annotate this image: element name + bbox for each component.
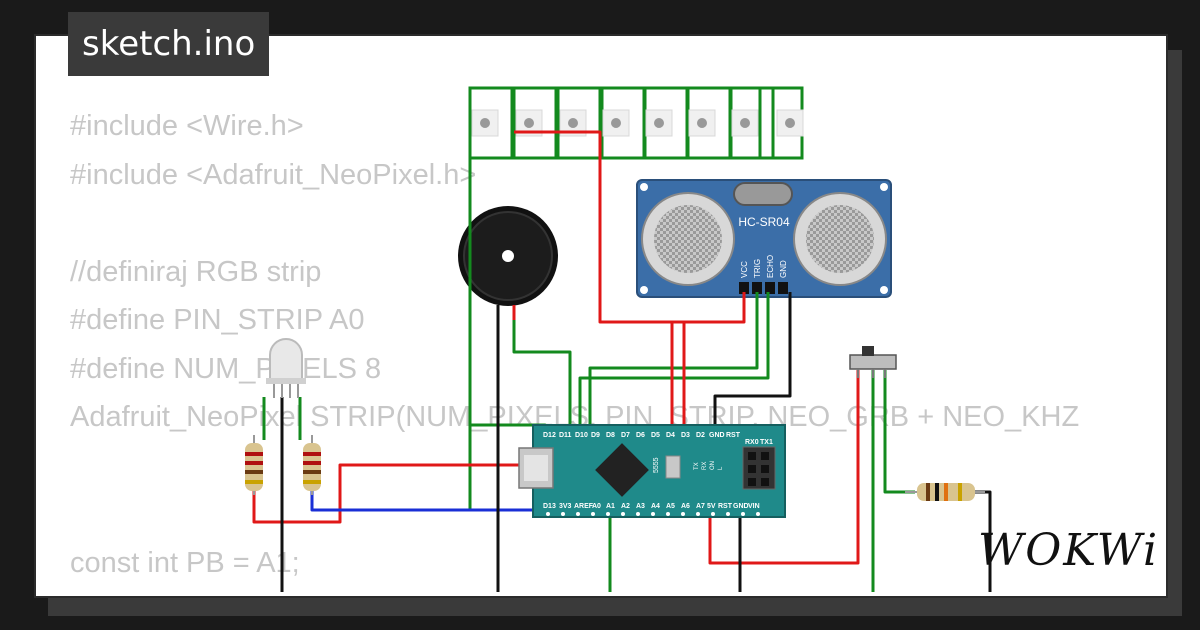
pin-label: GND — [709, 432, 725, 439]
pin-label: D3 — [681, 432, 690, 439]
sensor-pin-label: ECHO — [766, 255, 775, 278]
resistor-right[interactable] — [303, 435, 321, 495]
pin-label: VIN — [748, 503, 760, 510]
pin-label: A5 — [666, 503, 675, 510]
wokwi-logo: WOKWi — [978, 525, 1160, 576]
pin-label: D11 — [559, 432, 572, 439]
pin-label: A4 — [651, 503, 660, 510]
code-line: const int PB = A1; — [70, 546, 300, 579]
led-label: RX — [702, 462, 708, 470]
sketch-title: sketch.ino — [68, 12, 270, 76]
pin-label: A3 — [636, 503, 645, 510]
slide-switch[interactable] — [849, 346, 897, 378]
resistor-horizontal[interactable] — [905, 483, 985, 501]
pin-label: A1 — [606, 503, 615, 510]
pin-label: D5 — [651, 432, 660, 439]
pin-label: 5V — [707, 503, 716, 510]
pin-label: RST — [718, 503, 733, 510]
sensor-label: HC-SR04 — [738, 215, 790, 229]
pin-label: D2 — [696, 432, 705, 439]
pin-label: D12 — [543, 432, 556, 439]
neopixel-strip[interactable] — [468, 86, 804, 160]
code-line: #define NUM_PIXELS 8 — [70, 352, 382, 385]
code-line: #include <Wire.h> — [70, 110, 304, 142]
led-label: L — [718, 466, 724, 470]
neopixel-led — [776, 109, 804, 137]
pin-label: A7 — [696, 503, 705, 510]
pin-label: D8 — [606, 432, 615, 439]
pin-label: AREF — [574, 503, 594, 510]
pin-label: A0 — [592, 503, 601, 510]
chip-label: 5555 — [653, 457, 660, 473]
pin-label: D13 — [543, 503, 556, 510]
led-label: ON — [710, 461, 716, 470]
led-label: TX — [694, 462, 700, 470]
arduino-nano[interactable]: 5555 TX RX ON L D12 D11 D10 D9 D8 D7 D6 … — [518, 424, 786, 518]
sensor-pin-label: TRIG — [753, 259, 762, 278]
ultrasonic-sensor[interactable]: HC-SR04 VCC TRIG ECHO GND — [636, 179, 892, 298]
code-line: //definiraj RGB strip — [70, 255, 322, 288]
pin-label: D6 — [636, 432, 645, 439]
pin-label: D4 — [666, 432, 675, 439]
code-line: #define PIN_STRIP A0 — [70, 304, 365, 336]
resistor-left[interactable] — [245, 435, 263, 495]
sensor-pin-label: GND — [779, 260, 788, 278]
pin-label: A6 — [681, 503, 690, 510]
pin-label: D7 — [621, 432, 630, 439]
pin-label: GND — [733, 503, 749, 510]
pin-label: RX0 — [745, 439, 759, 446]
pin-label: A2 — [621, 503, 630, 510]
rgb-led[interactable] — [266, 338, 306, 398]
sensor-pin-label: VCC — [740, 261, 749, 278]
pin-label: TX1 — [760, 439, 773, 446]
wires — [252, 88, 992, 592]
code-preview: #include <Wire.h> #include <Adafruit_NeoP… — [70, 102, 1079, 587]
code-line: #include <Adafruit_NeoPixel.h> — [70, 158, 477, 191]
buzzer[interactable] — [458, 206, 558, 306]
pin-label: RST — [726, 432, 741, 439]
pin-label: D9 — [591, 432, 600, 439]
pin-label: 3V3 — [559, 503, 572, 510]
pin-label: D10 — [575, 432, 588, 439]
